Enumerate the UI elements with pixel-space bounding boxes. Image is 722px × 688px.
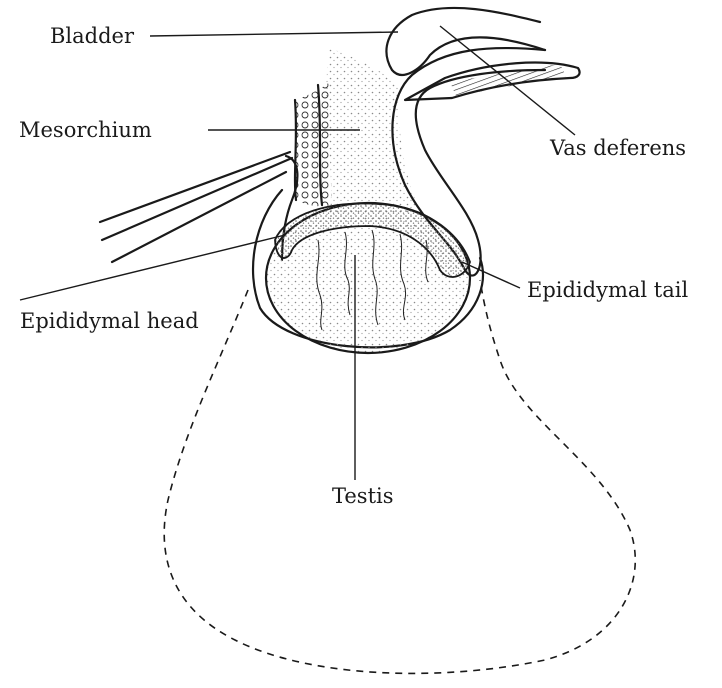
bladder-leader	[150, 32, 398, 36]
label-testis: Testis	[332, 484, 394, 508]
bladder-shape	[386, 8, 545, 75]
forceps	[100, 152, 292, 262]
mesorchium-vessels	[295, 82, 332, 206]
label-epididymal-tail: Epididymal tail	[527, 278, 688, 302]
label-epididymal-head: Epididymal head	[20, 309, 199, 333]
label-vas-deferens: Vas deferens	[549, 136, 686, 160]
label-mesorchium: Mesorchium	[19, 118, 152, 142]
label-bladder: Bladder	[50, 24, 135, 48]
epididymal-head-leader	[20, 235, 285, 300]
